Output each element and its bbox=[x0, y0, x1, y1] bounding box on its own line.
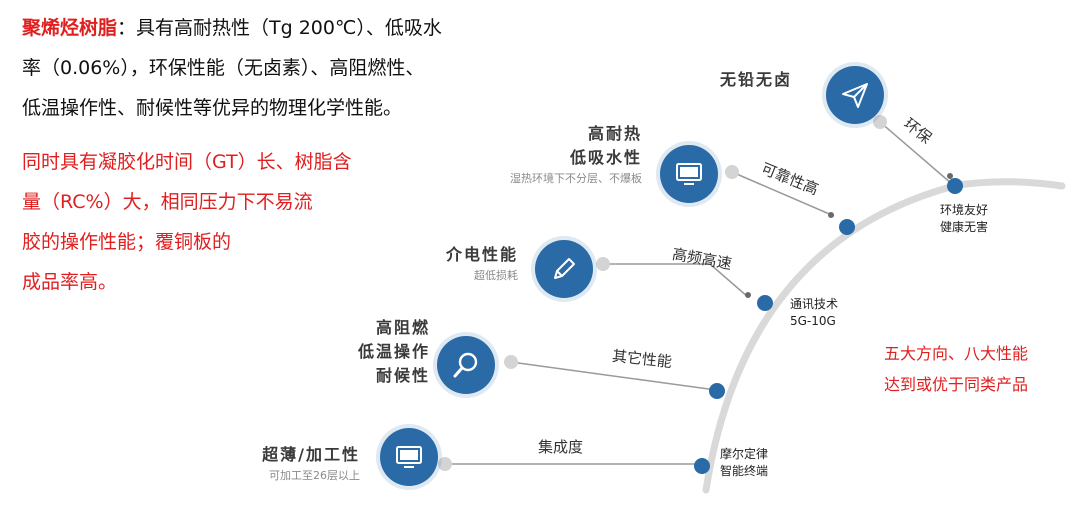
feature-icon-badge bbox=[826, 66, 884, 124]
milestone-label: 环境友好 健康无害 bbox=[940, 202, 988, 236]
intro-highlight: 聚烯烃树脂 bbox=[22, 17, 118, 39]
pencil-icon bbox=[554, 258, 575, 279]
feature-title: 高阻燃 bbox=[375, 318, 430, 337]
milestone-label: 通讯技术 5G-10G bbox=[790, 296, 838, 330]
milestone-label-line: 摩尔定律 bbox=[720, 447, 769, 461]
connector-tip bbox=[745, 292, 751, 298]
advantage-line: 胶的操作性能；覆铜板的 bbox=[22, 231, 232, 253]
connector-start-dot bbox=[438, 457, 452, 471]
intro-line-2: 率（0.06%），环保性能（无卤素）、高阻燃性、 bbox=[22, 57, 425, 79]
feature-subtitle: 超低损耗 bbox=[474, 269, 518, 282]
connector-start-dot bbox=[504, 355, 518, 369]
feature-label-dielectric: 介电性能 超低损耗 bbox=[446, 243, 518, 285]
feature-subtitle: 湿热环境下不分层、不爆板 bbox=[510, 172, 642, 185]
feature-label-heat: 高耐热 低吸水性 湿热环境下不分层、不爆板 bbox=[510, 122, 642, 188]
monitor-icon bbox=[676, 163, 702, 185]
feature-title: 介电性能 bbox=[445, 245, 518, 264]
milestone-label-line: 环境友好 bbox=[940, 203, 989, 217]
connector-tip bbox=[947, 173, 953, 179]
paper-plane-icon bbox=[842, 83, 868, 108]
advantage-line: 成品率高。 bbox=[22, 271, 118, 293]
connector-start-dot bbox=[725, 165, 739, 179]
feature-label-lead-free: 无铅无卤 bbox=[720, 68, 792, 92]
feature-icon-badge bbox=[535, 240, 593, 298]
feature-subtitle: 可加工至26层以上 bbox=[269, 469, 360, 482]
connector-start-dot bbox=[873, 115, 887, 129]
feature-icon-badge bbox=[437, 336, 495, 394]
connector-tip bbox=[828, 212, 834, 218]
curve-label: 集成度 bbox=[538, 438, 584, 456]
monitor-icon bbox=[396, 446, 422, 468]
milestone-label-line: 健康无害 bbox=[940, 220, 989, 234]
intro-line-3: 低温操作性、耐候性等优异的物理化学性能。 bbox=[22, 97, 403, 119]
feature-title: 超薄/加工性 bbox=[262, 445, 360, 464]
advantage-paragraph: 同时具有凝胶化时间（GT）长、树脂含 量（RC%）大，相同压力下不易流 胶的操作… bbox=[22, 142, 432, 302]
feature-label-thin: 超薄/加工性 可加工至26层以上 bbox=[262, 443, 360, 485]
milestone-label-line: 5G-10G bbox=[790, 314, 836, 328]
feature-title: 无铅无卤 bbox=[719, 70, 792, 89]
milestone-dot bbox=[839, 219, 855, 235]
feature-title: 高耐热 bbox=[587, 124, 642, 143]
connector-start-dot bbox=[596, 257, 610, 271]
milestone-label-line: 通讯技术 bbox=[790, 297, 839, 311]
feature-title: 耐候性 bbox=[375, 366, 430, 385]
milestone-label: 摩尔定律 智能终端 bbox=[720, 446, 768, 480]
intro-paragraph: 聚烯烃树脂：具有高耐热性（Tg 200℃）、低吸水 率（0.06%），环保性能（… bbox=[22, 8, 542, 128]
milestone-dot bbox=[757, 295, 773, 311]
feature-icon-badge bbox=[660, 145, 718, 203]
milestone-dot bbox=[709, 383, 725, 399]
intro-line-1: ：具有高耐热性（Tg 200℃）、低吸水 bbox=[117, 17, 442, 39]
summary-note: 五大方向、八大性能 达到或优于同类产品 bbox=[884, 338, 1028, 400]
advantage-line: 量（RC%）大，相同压力下不易流 bbox=[22, 191, 313, 213]
connector-line bbox=[603, 263, 749, 298]
connector-line bbox=[879, 121, 953, 185]
magnifier-icon bbox=[453, 352, 478, 378]
connector-line bbox=[731, 171, 835, 217]
feature-title: 低温操作 bbox=[357, 342, 430, 361]
feature-icon-badge bbox=[380, 428, 438, 486]
summary-line: 五大方向、八大性能 bbox=[884, 344, 1029, 363]
summary-line: 达到或优于同类产品 bbox=[884, 375, 1029, 394]
advantage-line: 同时具有凝胶化时间（GT）长、树脂含 bbox=[22, 151, 352, 173]
feature-title: 低吸水性 bbox=[569, 148, 642, 167]
milestone-dot bbox=[947, 178, 963, 194]
timeline-arc bbox=[702, 178, 1066, 494]
milestone-label-line: 智能终端 bbox=[720, 464, 769, 478]
milestone-dot bbox=[694, 458, 710, 474]
feature-label-flame: 高阻燃 低温操作 耐候性 bbox=[358, 316, 430, 388]
connector-line bbox=[510, 361, 717, 391]
